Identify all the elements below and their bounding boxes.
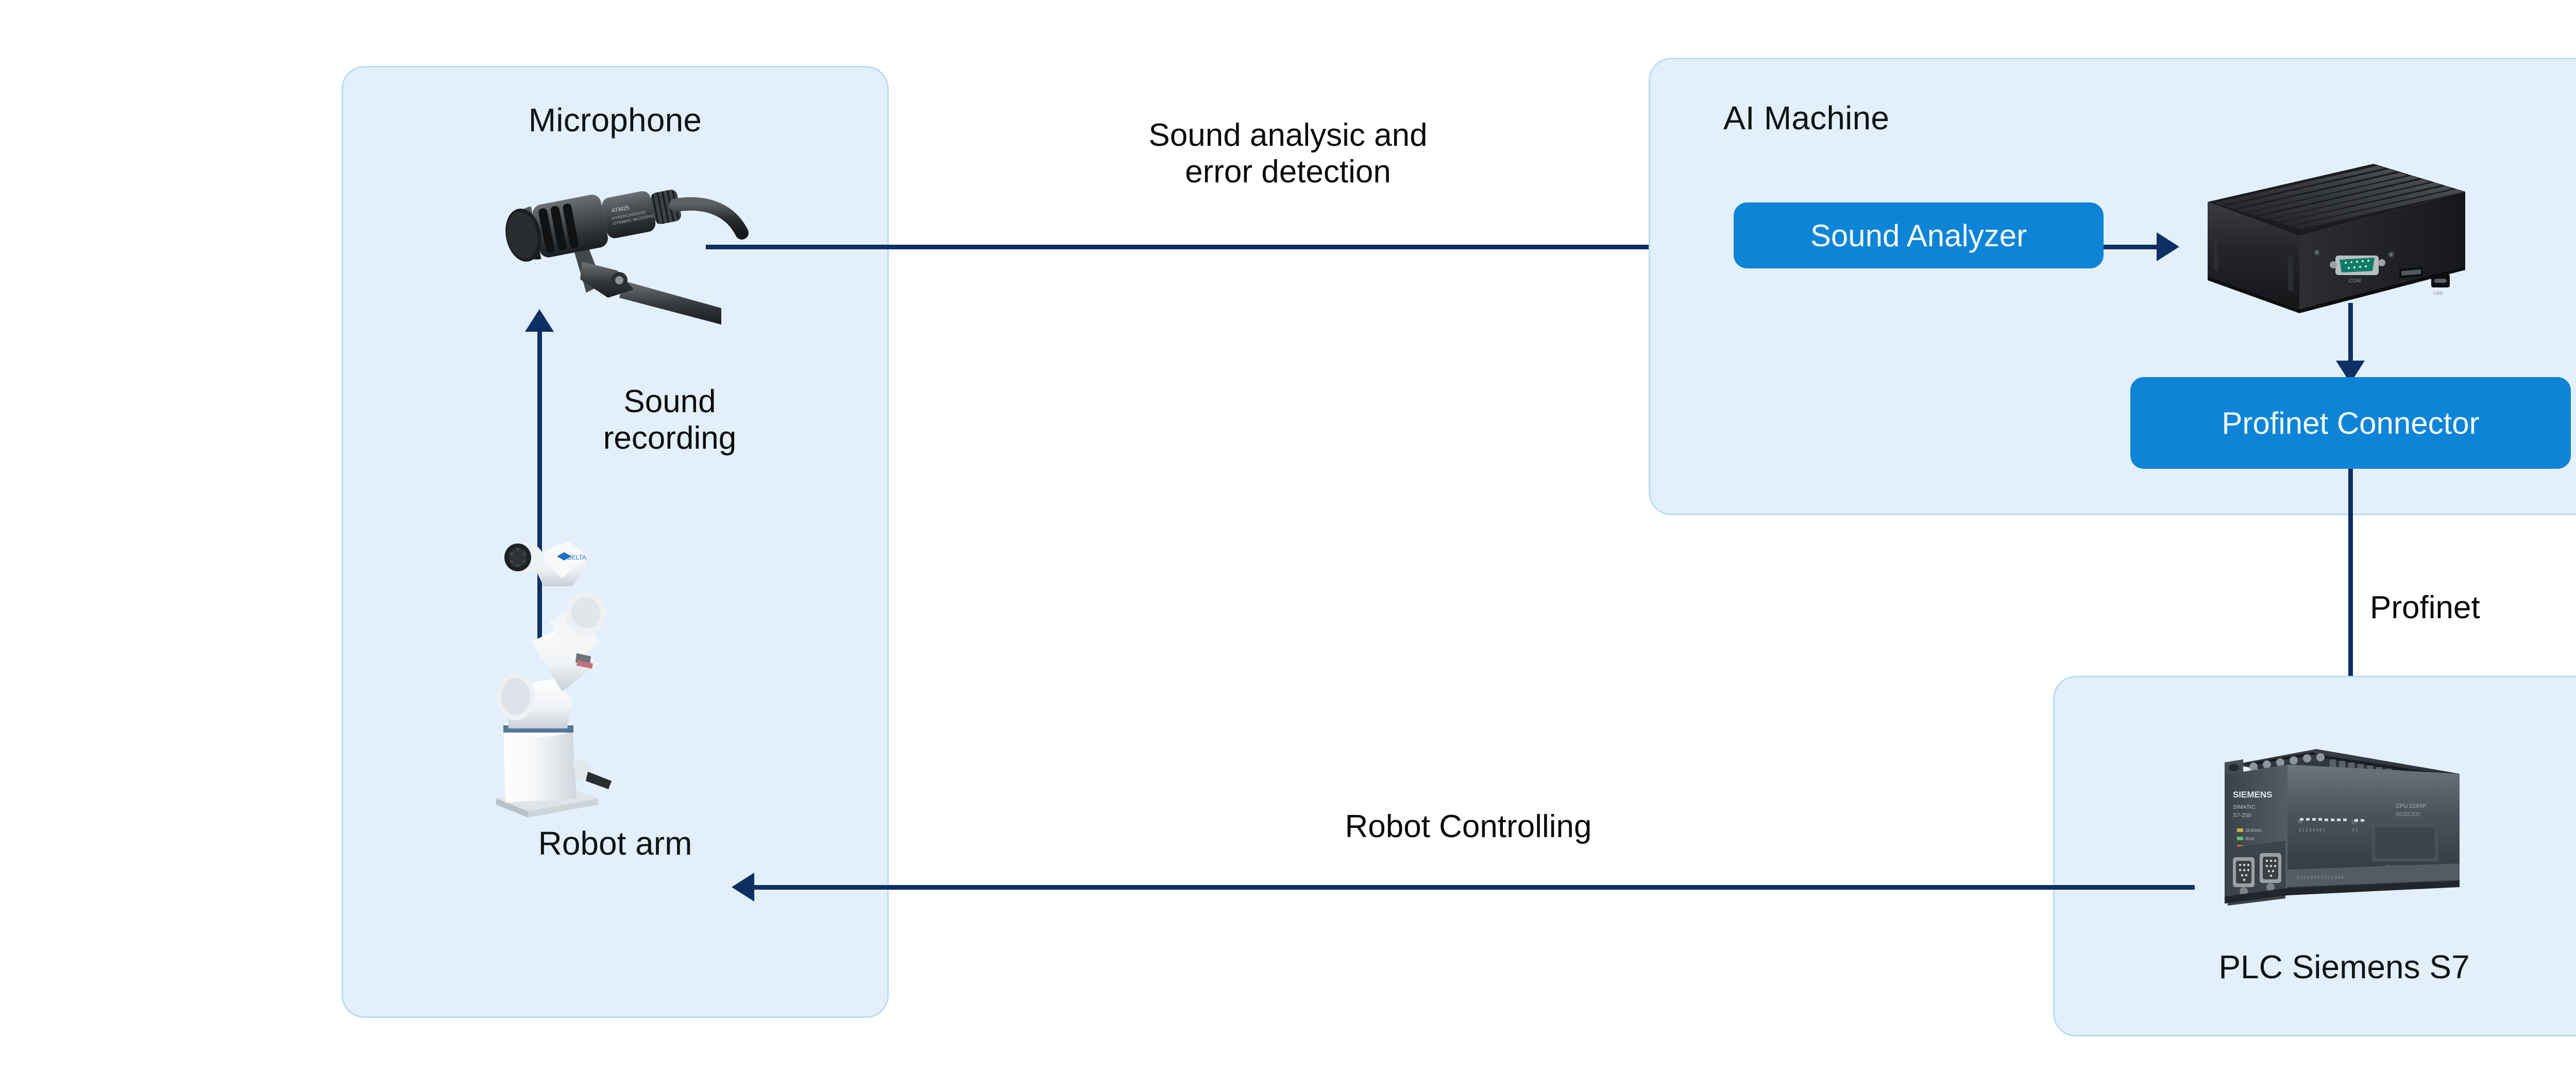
svg-text:DELTA: DELTA — [567, 554, 586, 561]
edge-analyzer-to-pc-arrowhead — [2157, 232, 2179, 261]
node-profinet-connector[interactable]: Profinet Connector — [2130, 377, 2571, 469]
edge-pc-to-connector-line — [2348, 303, 2353, 370]
edge-label-sound-recording: Sound recording — [603, 384, 737, 456]
svg-text:0 1 2 3 4 5 6 7 0 1 2 3 4 5: 0 1 2 3 4 5 6 7 0 1 2 3 4 5 — [2297, 875, 2344, 880]
robot-arm-icon: DELTA — [466, 531, 693, 819]
svg-text:RUN: RUN — [2245, 837, 2255, 841]
edge-robot-controlling-line — [752, 885, 2195, 890]
industrial-pc-icon: COM HDMI USB — [2187, 155, 2481, 330]
svg-text:COM: COM — [2349, 278, 2361, 284]
edge-label-profinet: Profinet — [2370, 590, 2480, 625]
robot-arm-caption: Robot arm — [538, 825, 692, 862]
svg-text:USB: USB — [2433, 291, 2443, 296]
svg-text:S7-200: S7-200 — [2233, 812, 2251, 819]
edge-robot-controlling-arrowhead — [732, 873, 754, 902]
svg-text:DC/DC/DC: DC/DC/DC — [2396, 812, 2421, 818]
svg-text:CPU 224XP: CPU 224XP — [2396, 803, 2426, 809]
svg-text:I0: I0 — [2298, 819, 2302, 824]
edge-sound-recording-line — [537, 319, 542, 641]
microphone-icon: ATM25 HYPERCARDIOID DYNAMIC MICROPHONE — [453, 170, 762, 325]
svg-text:SIMATIC: SIMATIC — [2233, 804, 2256, 810]
edge-profinet-line — [2348, 469, 2353, 732]
svg-text:0 1 2 3 4 5 6 7: 0 1 2 3 4 5 6 7 — [2299, 828, 2326, 832]
edge-sound-analysis-line — [706, 245, 1736, 249]
edge-analyzer-to-pc-line — [2104, 245, 2159, 249]
edge-label-robot-controlling: Robot Controlling — [1345, 809, 1592, 844]
node-sound-analyzer[interactable]: Sound Analyzer — [1734, 202, 2104, 268]
plc-siemens-icon: SIEMENS SIMATIC S7-200 SF/DIAG RUN STOP … — [2215, 742, 2473, 912]
group-title-microphone: Microphone — [528, 101, 702, 139]
svg-text:0 1: 0 1 — [2352, 828, 2359, 832]
plc-caption: PLC Siemens S7 — [2218, 948, 2470, 985]
edge-sound-recording-arrowhead — [525, 309, 554, 332]
svg-text:SF/DIAG: SF/DIAG — [2245, 828, 2262, 833]
svg-text:SIEMENS: SIEMENS — [2233, 790, 2273, 800]
edge-label-sound-analysis: Sound analysic and error detection — [1148, 117, 1428, 190]
group-title-ai-machine: AI Machine — [1723, 99, 1890, 137]
